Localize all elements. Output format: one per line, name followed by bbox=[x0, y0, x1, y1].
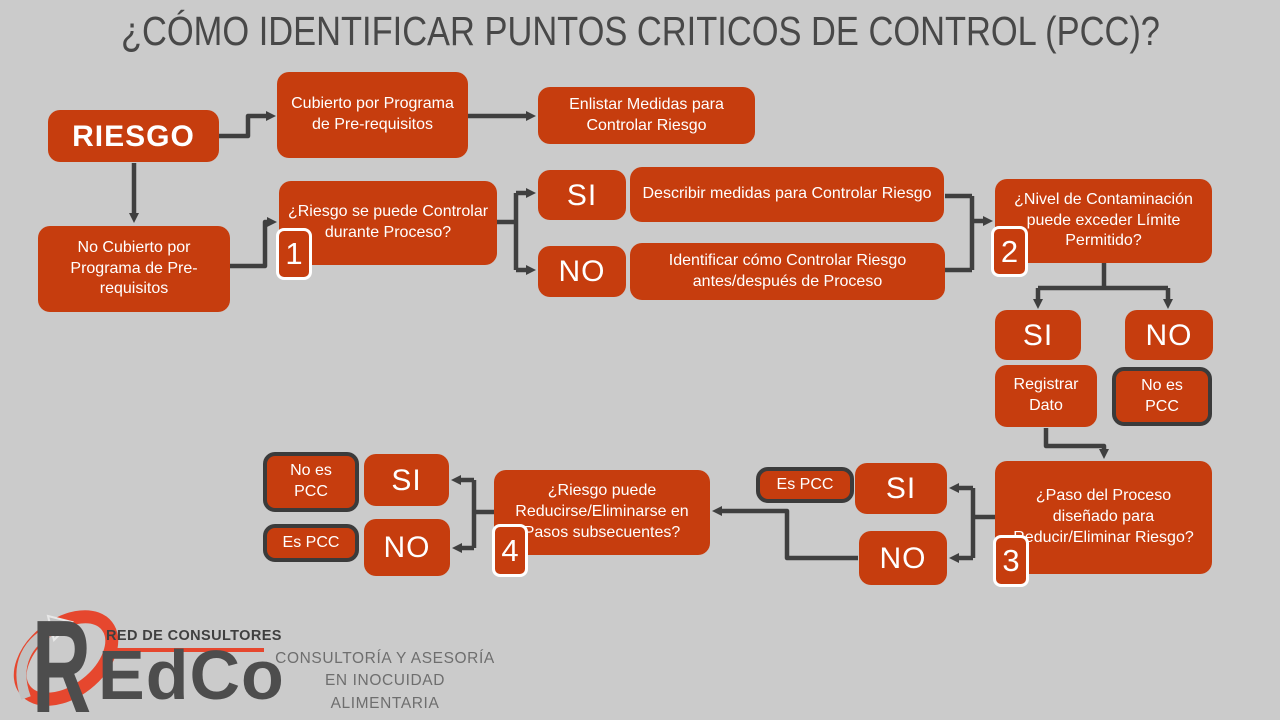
logo-swirl-arrowhead bbox=[46, 614, 74, 642]
question-3-box: ¿Paso del Proceso diseñado para Reducir/… bbox=[995, 461, 1212, 574]
question-4-box: ¿Riesgo puede Reducirse/Eliminarse en Pa… bbox=[494, 470, 710, 555]
arrow-q3-fork-stem bbox=[970, 488, 995, 558]
arrow-riesgo-to-cubierto bbox=[219, 111, 276, 139]
q4-no-es-pcc-box: No es PCC bbox=[263, 452, 359, 512]
q2-si-box: SI bbox=[995, 310, 1081, 360]
identificar-controlar-box: Identificar cómo Controlar Riesgo antes/… bbox=[630, 243, 945, 300]
logo-brand-bottom: EdCo bbox=[98, 636, 285, 714]
registrar-dato-box: Registrar Dato bbox=[995, 365, 1097, 427]
logo-tagline-line1: CONSULTORÍA Y ASESORÍA bbox=[275, 650, 495, 667]
q1-no-box: NO bbox=[538, 246, 626, 297]
arrow-q4-fork-stem bbox=[471, 480, 494, 548]
redco-logo: R RED DE CONSULTORES EdCo CONSULTORÍA Y … bbox=[10, 596, 500, 720]
no-cubierto-prerequisitos-box: No Cubierto por Programa de Pre-requisit… bbox=[38, 226, 230, 312]
redco-logo-mark: R bbox=[13, 596, 119, 720]
arrow-merge-stem-to-q2 bbox=[945, 193, 975, 273]
arrow-no3-to-q4 bbox=[712, 506, 858, 561]
riesgo-box: RIESGO bbox=[48, 110, 219, 162]
q1-si-box: SI bbox=[538, 170, 626, 220]
cubierto-prerequisitos-box: Cubierto por Programa de Pre-requisitos bbox=[277, 72, 468, 158]
arrow-q2-fork-stem bbox=[1038, 263, 1168, 291]
question-2-box: ¿Nivel de Contaminación puede exceder Lí… bbox=[995, 179, 1212, 263]
logo-tagline: CONSULTORÍA Y ASESORÍA EN INOCUIDAD ALIM… bbox=[272, 648, 498, 715]
step-1-badge: 1 bbox=[276, 228, 312, 280]
q3-no-box: NO bbox=[859, 531, 947, 585]
arrow-q1-fork-stem bbox=[497, 193, 519, 270]
step-4-badge: 4 bbox=[492, 524, 528, 577]
logo-underline bbox=[106, 648, 264, 652]
question-1-box: ¿Riesgo se puede Controlar durante Proce… bbox=[279, 181, 497, 265]
logo-swirl-arrow bbox=[16, 622, 61, 700]
step-3-badge: 3 bbox=[993, 535, 1029, 587]
enlistar-medidas-box: Enlistar Medidas para Controlar Riesgo bbox=[538, 87, 755, 144]
arrow-registrar-to-q3 bbox=[1043, 428, 1109, 459]
page-title: ¿CÓMO IDENTIFICAR PUNTOS CRITICOS DE CON… bbox=[0, 8, 1280, 55]
q2-no-box: NO bbox=[1125, 310, 1213, 360]
q3-si-box: SI bbox=[855, 463, 947, 514]
logo-brand-top: RED DE CONSULTORES bbox=[106, 628, 282, 644]
step-2-badge: 2 bbox=[991, 226, 1028, 277]
arrow-nocubierto-to-q1 bbox=[230, 217, 277, 269]
page-title-text: ¿CÓMO IDENTIFICAR PUNTOS CRITICOS DE CON… bbox=[120, 8, 1160, 54]
describir-medidas-box: Describir medidas para Controlar Riesgo bbox=[630, 167, 944, 222]
q2-no-es-pcc-box: No es PCC bbox=[1112, 367, 1212, 426]
q4-no-box: NO bbox=[364, 519, 450, 576]
q4-es-pcc-box: Es PCC bbox=[263, 524, 359, 562]
logo-tagline-line2: EN INOCUIDAD ALIMENTARIA bbox=[324, 672, 445, 712]
q4-si-box: SI bbox=[364, 454, 449, 506]
q3-es-pcc-box: Es PCC bbox=[756, 467, 854, 503]
logo-letter-r: R bbox=[32, 596, 91, 720]
